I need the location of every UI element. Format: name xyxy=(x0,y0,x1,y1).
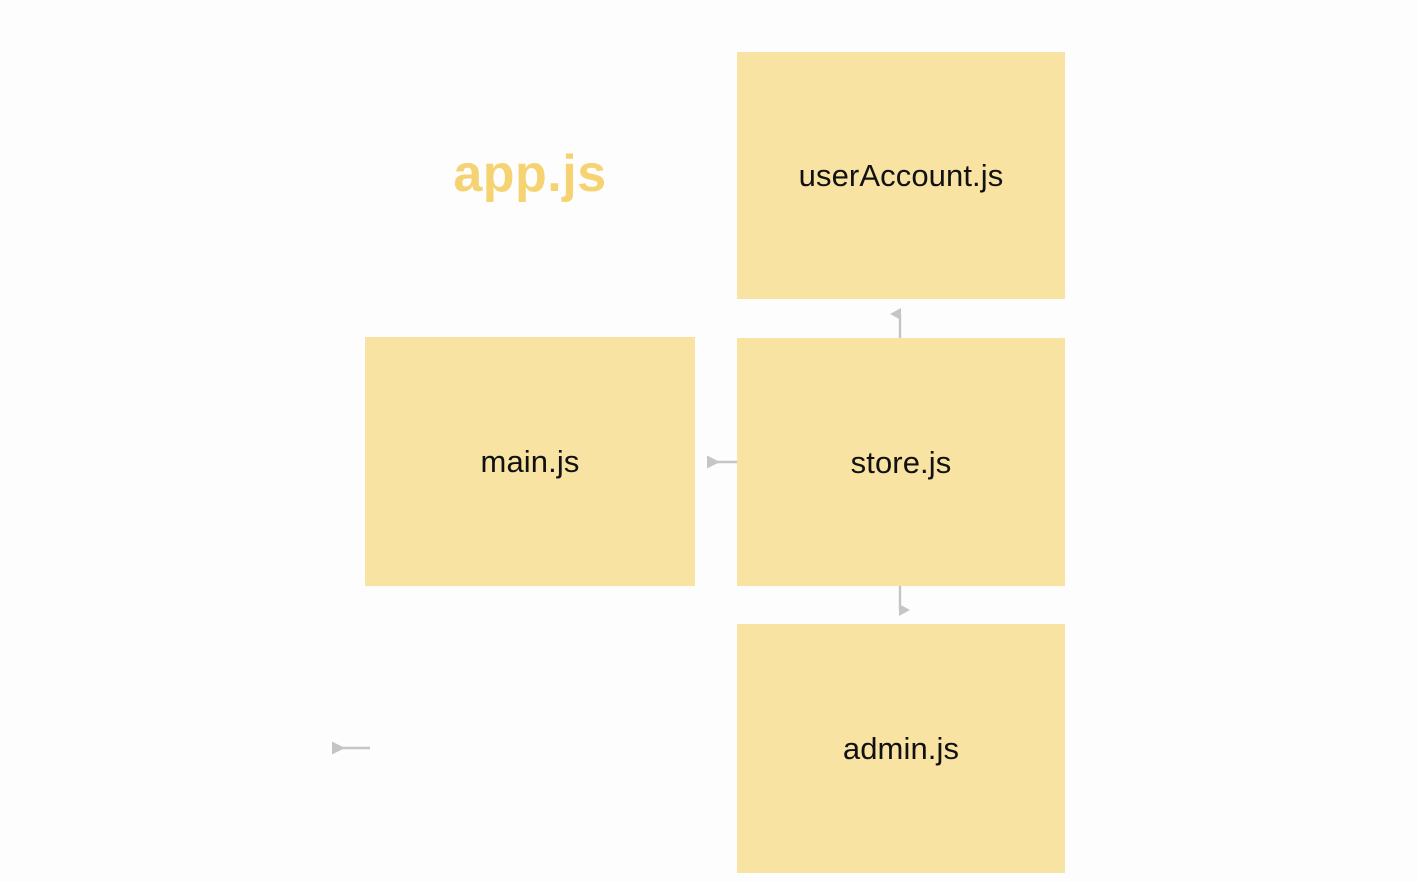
node-admin-js[interactable]: admin.js xyxy=(737,624,1065,873)
node-useraccount-js[interactable]: userAccount.js xyxy=(737,52,1065,299)
node-label-admin-js: admin.js xyxy=(842,731,960,766)
node-label-useraccount-js: userAccount.js xyxy=(798,158,1004,193)
node-label-main-js: main.js xyxy=(480,444,580,479)
node-main-js[interactable]: main.js xyxy=(365,337,695,586)
node-store-js[interactable]: store.js xyxy=(737,338,1065,586)
node-label-store-js: store.js xyxy=(850,444,952,480)
app-title-label: app.js xyxy=(453,145,607,203)
